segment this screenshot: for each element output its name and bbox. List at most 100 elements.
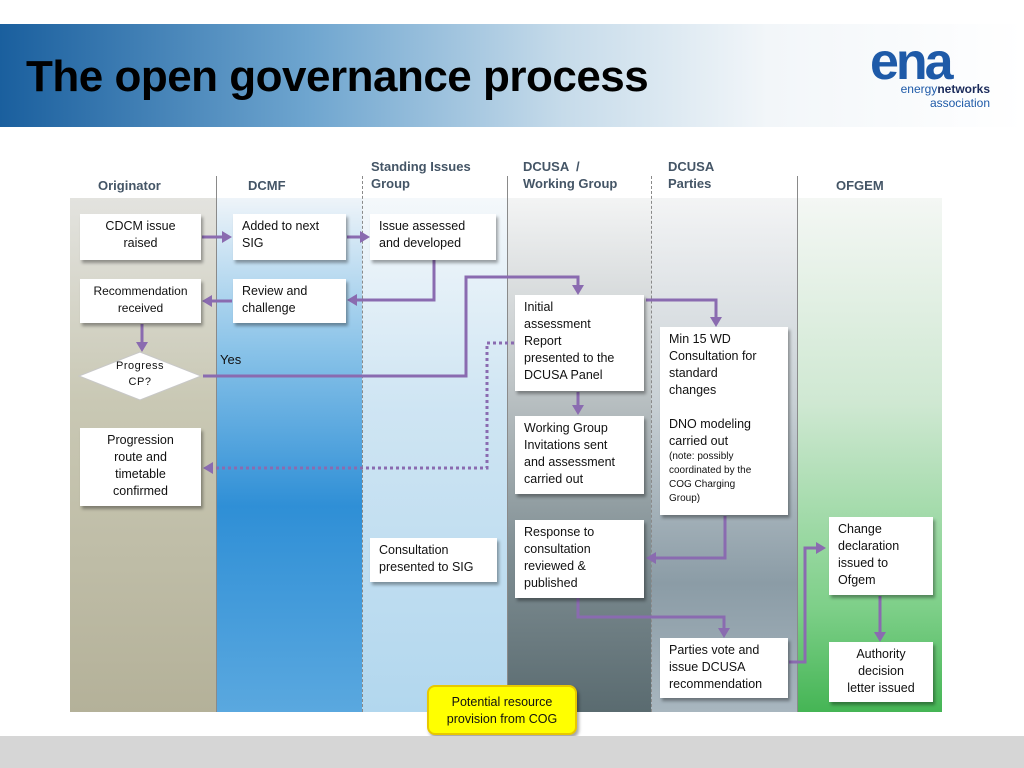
lane-dcmf <box>216 198 362 712</box>
logo-networks: networks <box>937 82 990 96</box>
lane-divider <box>216 176 217 712</box>
box-text-line: assessment <box>524 317 591 331</box>
box-text-line: Review and <box>242 284 308 298</box>
box-parties-vote: Parties vote and issue DCUSA recommendat… <box>660 638 788 698</box>
box-text-line: DNO modeling <box>669 417 751 431</box>
page-title: The open governance process <box>26 52 649 101</box>
box-text-line: CP? <box>128 376 152 388</box>
box-text-line: recommendation <box>669 677 763 691</box>
box-text-line: presented to SIG <box>379 560 474 574</box>
box-initial-assessment: Initial assessment Report presented to t… <box>515 295 644 391</box>
lane-header-ofgem: OFGEM <box>836 178 884 193</box>
box-text-line: Initial <box>524 300 554 314</box>
box-text-line: route and <box>114 450 167 464</box>
lane-ofgem <box>797 198 942 712</box>
box-change-declaration: Change declaration issued to Ofgem <box>829 517 933 595</box>
footer-bar <box>0 736 1024 768</box>
box-text-line: Ofgem <box>838 573 876 587</box>
lane-header-sig: Standing Issues Group <box>371 158 471 192</box>
box-text-line: COG Charging <box>669 479 736 490</box>
box-working-group-invitations: Working Group Invitations sent and asses… <box>515 416 644 494</box>
box-text-line: Report <box>524 334 562 348</box>
logo-line-2: association <box>929 96 990 110</box>
box-text-line: changes <box>669 383 717 397</box>
lane-standing-issues-group <box>362 198 507 712</box>
box-text-line: Issue assessed <box>379 219 466 233</box>
box-text-line: Response to <box>524 525 595 539</box>
ena-logo: ena energynetworks association <box>866 36 990 116</box>
box-text-line: DCUSA Panel <box>524 368 603 382</box>
box-authority-decision: Authority decision letter issued <box>829 642 933 702</box>
box-text-line: Min 15 WD <box>669 332 731 346</box>
decision-progress-cp: Progress CP? <box>78 358 202 390</box>
logo-line-1: energynetworks <box>901 82 990 96</box>
logo-mark: ena <box>870 33 954 91</box>
box-min-15-wd-consultation: Min 15 WD Consultation for standard chan… <box>660 327 788 515</box>
lane-header-originator: Originator <box>98 178 161 193</box>
box-text-line: Invitations sent <box>524 438 608 452</box>
lane-divider <box>797 176 798 712</box>
lane-header-parties-line: DCUSA <box>668 159 715 174</box>
box-text-line: Group) <box>669 493 701 504</box>
box-text-line: issue DCUSA <box>669 660 746 674</box>
dno-note: (note: possibly coordinated by the COG C… <box>669 450 779 506</box>
box-text-line: raised <box>123 236 158 250</box>
box-text-line: and assessment <box>524 455 616 469</box>
box-text-line: presented to the <box>524 351 615 365</box>
lane-divider <box>507 176 508 712</box>
box-consultation-presented-to-sig: Consultation presented to SIG <box>370 538 497 582</box>
box-text-line: Progression <box>107 433 174 447</box>
logo-energy: energy <box>900 82 938 96</box>
box-text-line: provision from COG <box>446 712 558 726</box>
lane-divider <box>651 176 652 712</box>
lane-header-parties-line: Parties <box>668 176 712 191</box>
lane-header-sig-line: Standing Issues <box>371 159 471 174</box>
box-text-line: Working Group <box>524 421 608 435</box>
box-text-line: standard <box>669 366 718 380</box>
callout-potential-resource: Potential resource provision from COG <box>427 685 577 735</box>
box-text-line: (note: possibly <box>669 451 734 462</box>
box-text-line: Authority <box>856 647 906 661</box>
box-progression-route: Progression route and timetable confirme… <box>80 428 201 506</box>
box-recommendation-received: Recommendation received <box>80 279 201 323</box>
box-text-line: decision <box>858 664 904 678</box>
box-text-line: Consultation <box>379 543 449 557</box>
box-text-line: Parties vote and <box>669 643 760 657</box>
box-response-to-consultation: Response to consultation reviewed & publ… <box>515 520 644 598</box>
lane-header-parties: DCUSA Parties <box>668 158 714 192</box>
lane-header-dcmf: DCMF <box>248 178 286 193</box>
yes-label: Yes <box>220 352 242 367</box>
title-banner <box>0 24 1024 127</box>
box-text-line: Change <box>838 522 882 536</box>
decision-diamond <box>78 351 202 401</box>
box-added-to-next-sig: Added to next SIG <box>233 214 346 260</box>
box-text-line: timetable <box>115 467 166 481</box>
box-text-line: letter issued <box>847 681 915 695</box>
box-text-line: published <box>524 576 578 590</box>
box-issue-assessed: Issue assessed and developed <box>370 214 496 260</box>
box-text-line: carried out <box>524 472 584 486</box>
box-text-line: issued to <box>838 556 889 570</box>
lane-header-dcusa-line: DCUSA / <box>523 159 580 174</box>
box-cdcm-issue-raised: CDCM issue raised <box>80 214 201 260</box>
box-text-line: Potential resource <box>451 695 553 709</box>
lane-header-dcusa-line: Working Group <box>523 176 618 191</box>
box-text-line: Progress <box>115 360 165 372</box>
box-text-line: consultation <box>524 542 591 556</box>
lane-header-sig-line: Group <box>371 176 410 191</box>
box-text-line: and developed <box>379 236 462 250</box>
box-text-line: confirmed <box>113 484 168 498</box>
box-text-line: coordinated by the <box>669 465 752 476</box>
box-text-line: reviewed & <box>524 559 586 573</box>
box-text-line: Added to next <box>242 219 320 233</box>
box-text-line: CDCM issue <box>105 219 176 233</box>
box-text-line: received <box>117 301 164 315</box>
lane-header-dcusa: DCUSA / Working Group <box>523 158 617 192</box>
box-text-line: Consultation for <box>669 349 757 363</box>
box-text-line: carried out <box>669 434 729 448</box>
box-text-line: challenge <box>242 301 296 315</box>
box-review-and-challenge: Review and challenge <box>233 279 346 323</box>
box-text-line: declaration <box>838 539 900 553</box>
lane-divider <box>362 176 363 712</box>
box-text-line: Recommendation <box>93 284 188 298</box>
